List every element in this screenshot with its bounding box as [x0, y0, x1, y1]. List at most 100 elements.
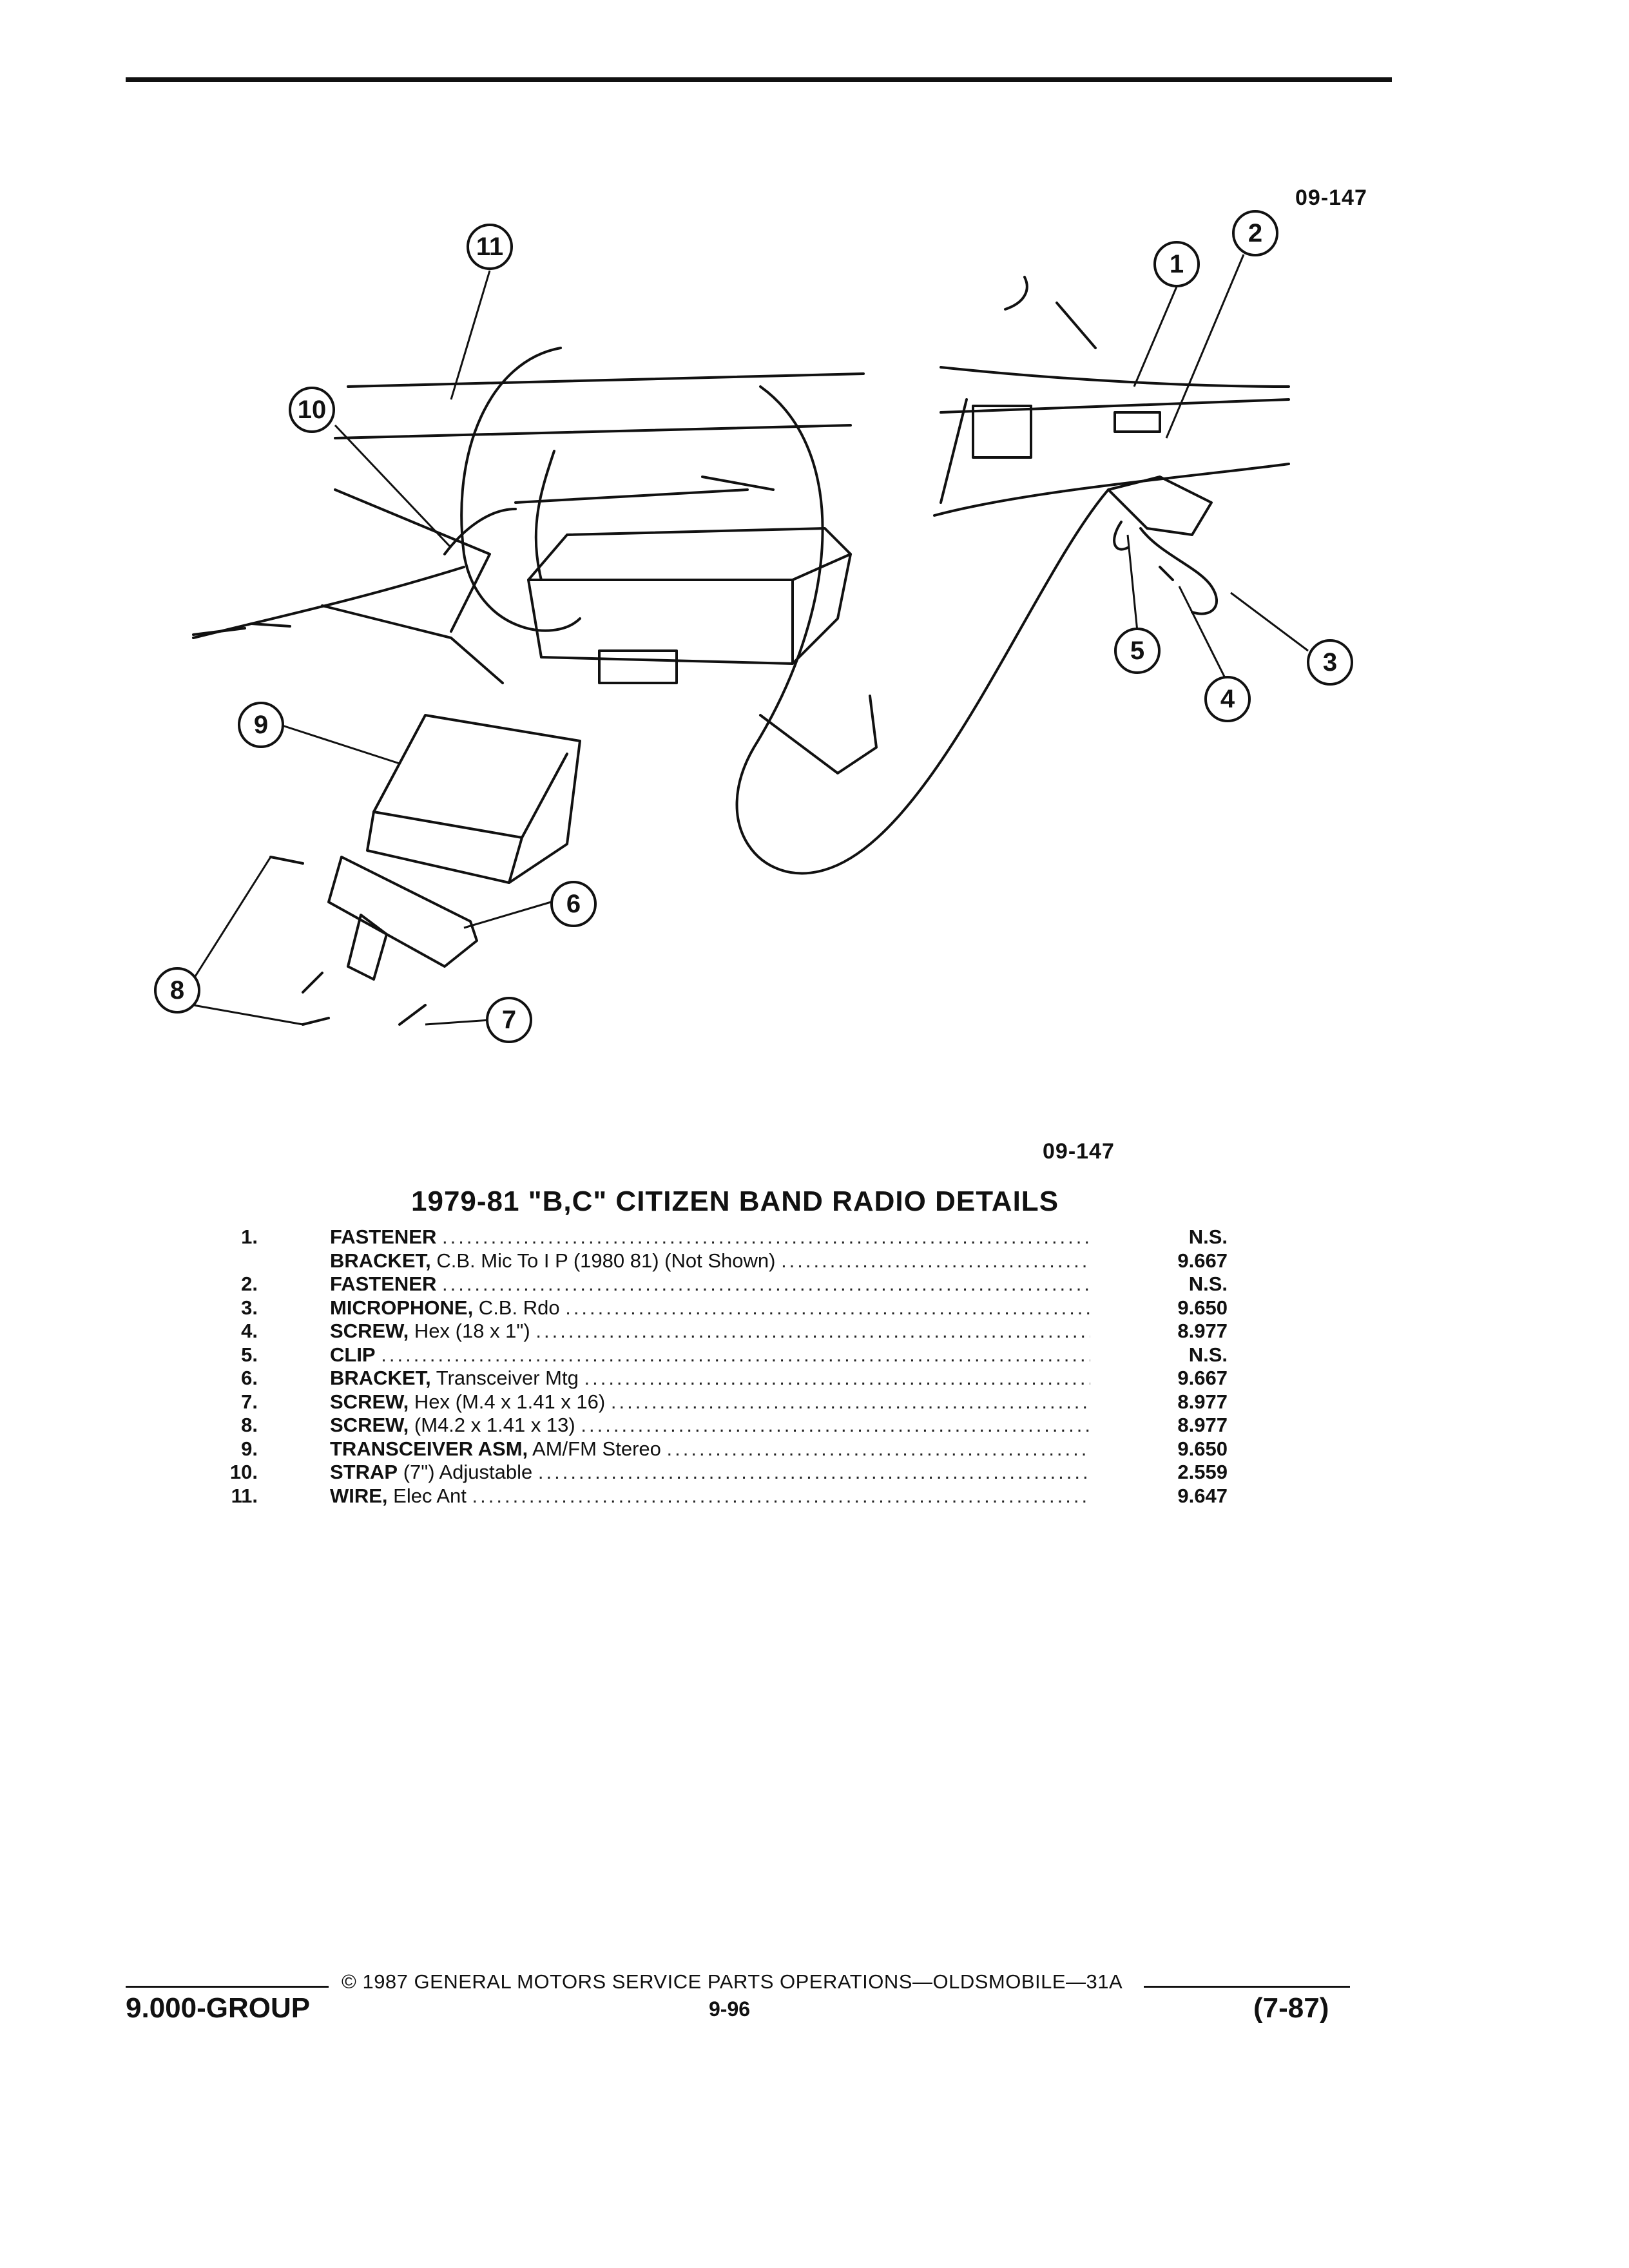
- callout-1-label: 1: [1170, 250, 1184, 278]
- footer-page-number: 9-96: [709, 1997, 751, 2021]
- mic-clip: [1113, 521, 1129, 551]
- dash-panel-line: [933, 463, 1290, 517]
- screw: [302, 972, 323, 994]
- callout-4-label: 4: [1220, 685, 1235, 713]
- harness-wire: [701, 476, 775, 491]
- part-detail: (M4.2 x 1.41 x 13): [409, 1414, 575, 1436]
- part-description: STRAP (7") Adjustable ..................…: [330, 1461, 1090, 1483]
- figure-code-bottom: 09-147: [1043, 1139, 1115, 1164]
- part-group-number: N.S.: [1188, 1343, 1228, 1366]
- radio-unit: [527, 527, 852, 665]
- mic-cable: [735, 385, 1110, 875]
- part-group-number: 8.977: [1177, 1320, 1228, 1342]
- part-group-number: 9.667: [1177, 1367, 1228, 1389]
- part-number: 10.: [229, 1461, 258, 1483]
- callout-11-circle: [467, 224, 513, 270]
- part-group-number: 9.650: [1177, 1437, 1228, 1460]
- footer-rule-left: [126, 1986, 329, 1988]
- part-number: 5.: [241, 1343, 258, 1366]
- part-detail: C.B. Mic To I P (1980 81) (Not Shown): [430, 1249, 776, 1272]
- callout-4-circle: [1204, 676, 1251, 722]
- part-name: TRANSCEIVER ASM,: [330, 1437, 528, 1460]
- figure-code-top: 09-147: [1295, 186, 1367, 210]
- part-description: SCREW, Hex (M.4 x 1.41 x 16) ...........…: [330, 1390, 1090, 1413]
- antenna-plug: [192, 622, 291, 636]
- callout-3-label: 3: [1323, 648, 1337, 677]
- parts-list: 1. FASTENER ............................…: [0, 1225, 1629, 1508]
- parts-row: 2. FASTENER ............................…: [0, 1273, 1629, 1296]
- part-name: MICROPHONE,: [330, 1296, 474, 1319]
- callout-9-label: 9: [254, 711, 268, 739]
- dash-detail: [1055, 302, 1097, 349]
- part-description: SCREW, Hex (18 x 1") ...................…: [330, 1320, 1090, 1342]
- part-detail: Transceiver Mtg: [430, 1367, 579, 1389]
- console-outline: [759, 695, 878, 774]
- bracket-foot: [347, 914, 388, 981]
- dash-edge-line: [334, 424, 852, 439]
- part-number: 4.: [241, 1320, 258, 1342]
- dash-panel-line: [940, 398, 968, 504]
- top-rule: [126, 77, 1392, 82]
- callout-9-circle: [238, 702, 284, 748]
- part-detail: Elec Ant: [387, 1484, 467, 1507]
- callout-10-label: 10: [298, 396, 327, 424]
- part-description: SCREW, (M4.2 x 1.41 x 13) ..............…: [330, 1414, 1090, 1436]
- callout-2-circle: [1232, 210, 1278, 256]
- part-detail: Hex (M.4 x 1.41 x 16): [409, 1390, 606, 1413]
- part-description: FASTENER ...............................…: [330, 1225, 1090, 1248]
- dash-vent: [972, 405, 1032, 459]
- part-number: 7.: [241, 1390, 258, 1413]
- parts-row: 8. SCREW, (M4.2 x 1.41 x 13) ...........…: [0, 1414, 1629, 1437]
- parts-row: 10. STRAP (7") Adjustable ..............…: [0, 1461, 1629, 1485]
- callout-7-circle: [486, 997, 532, 1043]
- part-name: BRACKET,: [330, 1249, 431, 1272]
- part-number: 11.: [231, 1484, 258, 1507]
- part-description: TRANSCEIVER ASM, AM/FM Stereo ..........…: [330, 1437, 1090, 1460]
- part-description: FASTENER ...............................…: [330, 1273, 1090, 1295]
- callout-6-circle: [550, 881, 597, 927]
- part-detail: Hex (18 x 1"): [409, 1320, 530, 1342]
- dash-edge-line: [347, 372, 865, 388]
- part-name: FASTENER: [330, 1273, 437, 1295]
- part-number: 2.: [241, 1273, 258, 1295]
- footer-group-label: 9.000-GROUP: [126, 1992, 311, 2024]
- callout-1-circle: [1153, 241, 1200, 287]
- part-name: WIRE,: [330, 1484, 388, 1507]
- microphone: [1107, 476, 1213, 536]
- leader-lines: [192, 254, 1309, 1026]
- part-detail: AM/FM Stereo: [528, 1437, 661, 1460]
- part-name: SCREW,: [330, 1414, 409, 1436]
- part-group-number: 8.977: [1177, 1414, 1228, 1436]
- harness-wire: [514, 488, 749, 504]
- callout-11-label: 11: [476, 233, 503, 261]
- callout-5-label: 5: [1130, 637, 1144, 665]
- callout-10-circle: [289, 387, 335, 433]
- callout-8-label: 8: [170, 976, 184, 1004]
- dash-panel-line: [940, 366, 1290, 388]
- part-detail: C.B. Rdo: [473, 1296, 560, 1319]
- part-name: SCREW,: [330, 1390, 409, 1413]
- part-group-number: 2.559: [1177, 1461, 1228, 1483]
- parts-row: 6. BRACKET, Transceiver Mtg ............…: [0, 1367, 1629, 1390]
- part-number: 3.: [241, 1296, 258, 1319]
- part-group-number: N.S.: [1188, 1273, 1228, 1295]
- footer-rule-right: [1144, 1986, 1350, 1988]
- harness-wire: [534, 450, 555, 581]
- part-number: 6.: [241, 1367, 258, 1389]
- antenna-lead: [192, 566, 465, 639]
- console-outline: [334, 488, 491, 633]
- part-name: SCREW,: [330, 1320, 409, 1342]
- strap: [443, 508, 517, 555]
- part-description: CLIP ...................................…: [330, 1343, 1090, 1366]
- transceiver-box: [366, 714, 581, 884]
- parts-row: BRACKET, C.B. Mic To I P (1980 81) (Not …: [0, 1249, 1629, 1273]
- part-description: BRACKET, Transceiver Mtg ...............…: [330, 1367, 1090, 1389]
- dash-detail: [1004, 276, 1028, 311]
- parts-row: 9. TRANSCEIVER ASM, AM/FM Stereo .......…: [0, 1437, 1629, 1461]
- part-group-number: 9.667: [1177, 1249, 1228, 1272]
- part-group-number: 9.647: [1177, 1484, 1228, 1507]
- callout-2-label: 2: [1248, 219, 1262, 247]
- parts-row: 1. FASTENER ............................…: [0, 1225, 1629, 1249]
- transceiver-edge: [508, 836, 523, 884]
- part-name: BRACKET,: [330, 1367, 431, 1389]
